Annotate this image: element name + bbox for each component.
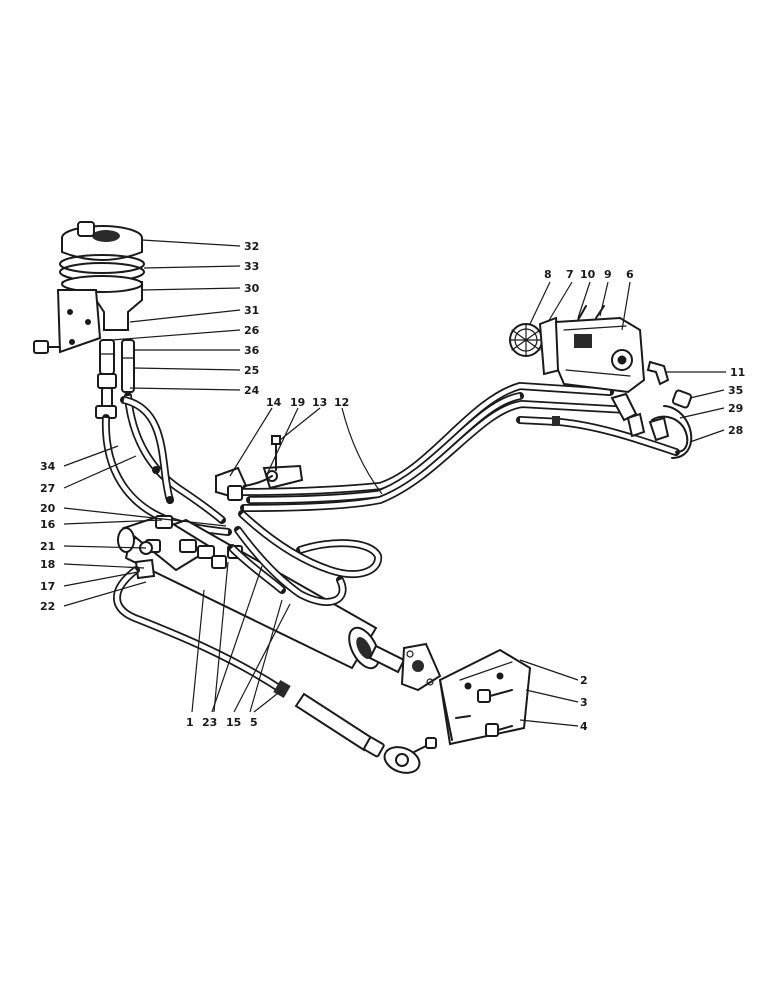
callout-32: 32 (244, 240, 259, 253)
callout-18: 18 (40, 558, 55, 571)
callout-28: 28 (728, 424, 743, 437)
callout-23: 23 (202, 716, 217, 729)
valve-fittings-center (215, 435, 304, 501)
leader-lines (63, 239, 726, 727)
callout-8: 8 (544, 268, 552, 281)
hydraulic-pump (509, 305, 693, 442)
callout-14: 14 (266, 396, 282, 409)
callout-33: 33 (244, 260, 259, 273)
callout-labels: 32 33 30 31 26 36 25 24 14 19 13 12 34 2… (40, 240, 745, 733)
callout-15: 15 (226, 716, 241, 729)
callout-31: 31 (244, 304, 259, 317)
callout-6: 6 (626, 268, 634, 281)
callout-25: 25 (244, 364, 259, 377)
callout-3: 3 (580, 696, 588, 709)
callout-36: 36 (244, 344, 260, 357)
power-cylinder-assembly (113, 510, 442, 699)
callout-24: 24 (244, 384, 260, 397)
callout-26: 26 (244, 324, 260, 337)
callout-30: 30 (244, 282, 260, 295)
callout-34: 34 (40, 460, 56, 473)
callout-17: 17 (40, 580, 55, 593)
mounting-bracket (438, 648, 532, 746)
callout-5: 5 (250, 716, 258, 729)
callout-10: 10 (580, 268, 596, 281)
callout-2: 2 (580, 674, 588, 687)
pulley-pump-assembly (33, 221, 145, 419)
tie-rod-assembly (294, 692, 437, 774)
callout-20: 20 (40, 502, 56, 515)
callout-7: 7 (566, 268, 574, 281)
callout-4: 4 (580, 720, 588, 733)
callout-11: 11 (730, 366, 745, 379)
callout-13: 13 (312, 396, 327, 409)
callout-27: 27 (40, 482, 55, 495)
callout-12: 12 (334, 396, 349, 409)
callout-1: 1 (186, 716, 194, 729)
callout-21: 21 (40, 540, 55, 553)
callout-9: 9 (604, 268, 612, 281)
hose-lines-left (101, 392, 232, 536)
callout-35: 35 (728, 384, 743, 397)
pressure-lines-to-pump (234, 381, 693, 512)
callout-22: 22 (40, 600, 55, 613)
callout-16: 16 (40, 518, 56, 531)
callout-29: 29 (728, 402, 743, 415)
callout-19: 19 (290, 396, 305, 409)
